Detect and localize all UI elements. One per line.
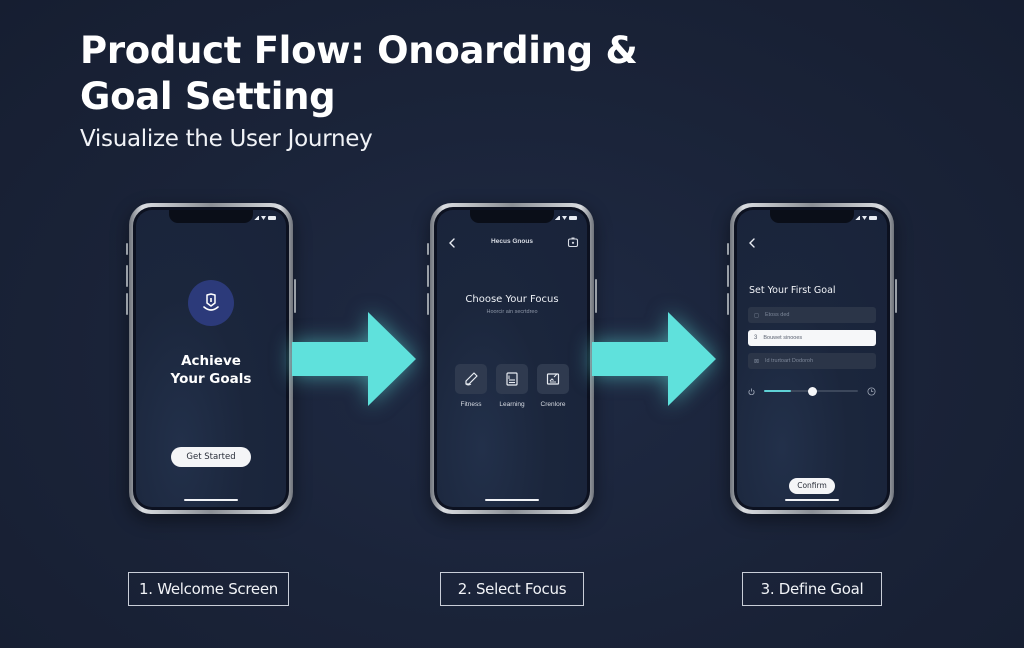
step-label-select-focus: 2. Select Focus xyxy=(440,572,584,606)
power-button xyxy=(895,279,897,313)
confirm-button[interactable]: Confirm xyxy=(789,478,835,494)
field-icon: 3 xyxy=(754,335,758,341)
back-button[interactable] xyxy=(745,236,759,250)
mute-switch xyxy=(126,243,128,255)
goal-field-2[interactable]: 3 Bouwet sinooes xyxy=(748,330,876,346)
focus-tile[interactable] xyxy=(496,364,528,394)
focus-option-fitness[interactable]: Fitness xyxy=(451,364,491,408)
notch xyxy=(470,210,554,223)
nav-title: Hecus Gnous xyxy=(491,238,533,245)
status-bar xyxy=(554,216,577,220)
status-bar xyxy=(253,216,276,220)
field-value: Etoss ded xyxy=(764,312,790,318)
focus-label: Crenlore xyxy=(540,401,566,408)
home-indicator xyxy=(785,499,839,501)
arrow-right-icon xyxy=(592,312,716,406)
field-icon: ⊠ xyxy=(754,358,760,365)
welcome-screen: Achieve Your Goals Get Started xyxy=(136,210,286,507)
field-icon: ◻ xyxy=(754,312,759,319)
pen-icon xyxy=(465,372,478,386)
step-label-define-goal: 3. Define Goal xyxy=(742,572,882,606)
home-indicator xyxy=(485,499,539,501)
volume-down-button xyxy=(427,293,429,315)
define-goal-screen: Set Your First Goal ◻ Etoss ded 3 Bouwet… xyxy=(737,210,887,507)
phone-select-focus: Hecus Gnous Choose Your Focus Hoorcir ai… xyxy=(427,203,597,514)
mute-switch xyxy=(427,243,429,255)
home-indicator xyxy=(184,499,238,501)
clock-icon xyxy=(867,386,876,396)
welcome-heading: Achieve Your Goals xyxy=(170,353,252,387)
wifi-icon xyxy=(562,216,567,220)
field-value: Bouwet sinooes xyxy=(763,335,803,341)
focus-heading: Choose Your Focus xyxy=(465,294,559,305)
slider-fill xyxy=(764,390,792,392)
chevron-left-icon xyxy=(449,238,455,248)
volume-up-button xyxy=(427,265,429,287)
page-title: Product Flow: Onoarding & Goal Setting xyxy=(80,29,638,118)
power-button xyxy=(595,279,597,313)
goal-heading: Set Your First Goal xyxy=(749,285,836,296)
header: Product Flow: Onoarding & Goal Setting V… xyxy=(80,28,680,154)
mute-switch xyxy=(727,243,729,255)
goal-slider[interactable] xyxy=(748,386,876,396)
focus-options: Fitness Learning xyxy=(451,364,573,408)
camera-icon[interactable] xyxy=(567,236,579,248)
slider-track[interactable] xyxy=(764,386,858,396)
image-edit-icon xyxy=(546,373,560,385)
status-bar xyxy=(854,216,877,220)
battery-icon xyxy=(569,216,577,220)
field-value: Id trurtoart Dodoroh xyxy=(765,358,814,364)
power-button xyxy=(294,279,296,313)
wifi-icon xyxy=(261,216,266,220)
signal-icon xyxy=(554,216,560,220)
notebook-icon xyxy=(506,372,518,386)
slider-thumb[interactable] xyxy=(808,386,818,396)
goal-field-1[interactable]: ◻ Etoss ded xyxy=(748,307,876,323)
shield-icon xyxy=(203,293,219,311)
signal-icon xyxy=(854,216,860,220)
arrow-right-icon xyxy=(292,312,416,406)
battery-icon xyxy=(268,216,276,220)
get-started-button[interactable]: Get Started xyxy=(171,447,251,467)
battery-icon xyxy=(869,216,877,220)
focus-option-learning[interactable]: Learning xyxy=(492,364,532,408)
notch xyxy=(770,210,854,223)
focus-label: Learning xyxy=(499,401,525,408)
signal-icon xyxy=(253,216,259,220)
goal-field-3[interactable]: ⊠ Id trurtoart Dodoroh xyxy=(748,353,876,369)
volume-down-button xyxy=(727,293,729,315)
page-subtitle: Visualize the User Journey xyxy=(80,126,373,152)
volume-down-button xyxy=(126,293,128,315)
wifi-icon xyxy=(862,216,867,220)
select-focus-screen: Hecus Gnous Choose Your Focus Hoorcir ai… xyxy=(437,210,587,507)
notch xyxy=(169,210,253,223)
focus-subheading: Hoorcir ain secrtdreo xyxy=(486,309,538,315)
volume-up-button xyxy=(727,265,729,287)
step-label-welcome: 1. Welcome Screen xyxy=(128,572,289,606)
power-icon xyxy=(748,387,755,395)
phone-define-goal: Set Your First Goal ◻ Etoss ded 3 Bouwet… xyxy=(727,203,897,514)
chevron-left-icon xyxy=(749,238,755,248)
back-button[interactable] xyxy=(445,236,459,250)
focus-tile[interactable] xyxy=(455,364,487,394)
focus-label: Fitness xyxy=(460,401,482,408)
focus-option-crenlore[interactable]: Crenlore xyxy=(533,364,573,408)
phone-welcome-screen: Achieve Your Goals Get Started xyxy=(126,203,296,514)
focus-tile[interactable] xyxy=(537,364,569,394)
app-logo xyxy=(188,280,234,326)
volume-up-button xyxy=(126,265,128,287)
